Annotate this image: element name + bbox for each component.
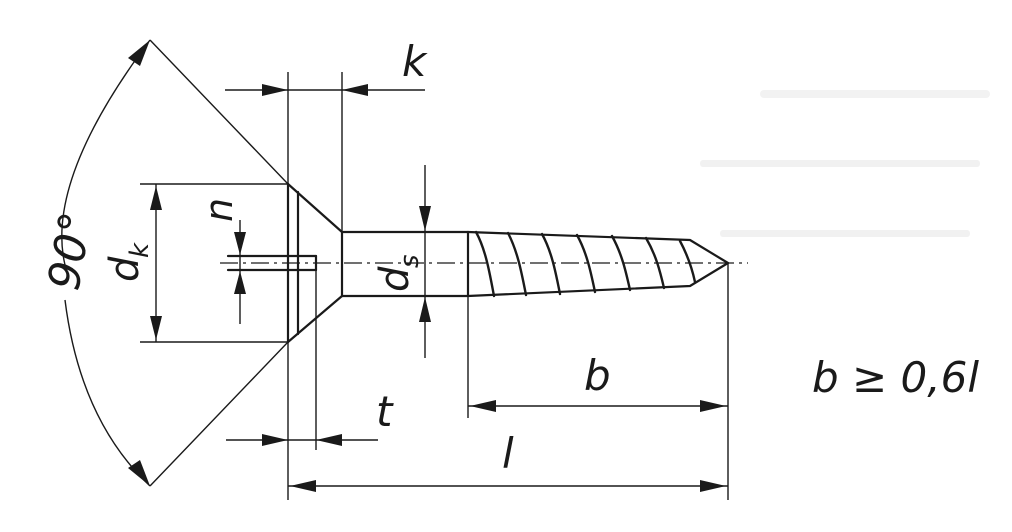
slot-depth-dimension	[226, 270, 378, 450]
formula-label: b ≥ 0,6l	[812, 353, 979, 402]
thread-length-label: b	[584, 351, 611, 400]
total-length-label: l	[502, 429, 514, 478]
head-height-dimension	[225, 72, 425, 232]
screw-thread	[466, 230, 730, 298]
shank-diameter-dimension	[419, 165, 431, 358]
angle-dimension	[61, 39, 289, 487]
thread-length-dimension	[467, 263, 729, 500]
head-height-label: k	[402, 37, 428, 86]
background-smudge	[700, 90, 990, 237]
svg-text:d: d	[102, 256, 148, 282]
head-diameter-label: d k	[102, 242, 155, 282]
screw-head	[286, 182, 344, 344]
svg-text:d: d	[372, 266, 418, 292]
shank-diameter-label: d s	[372, 254, 425, 292]
screw-shank	[340, 230, 470, 298]
slot-depth-label: t	[376, 387, 394, 436]
head-diameter-dimension	[140, 183, 288, 343]
screw-slot	[226, 254, 318, 272]
total-length-dimension	[287, 342, 728, 500]
angle-label: 90°	[39, 208, 103, 294]
svg-text:s: s	[395, 254, 425, 268]
slot-width-label: n	[197, 198, 241, 222]
svg-text:k: k	[125, 242, 155, 258]
slot-width-dimension	[234, 220, 246, 324]
